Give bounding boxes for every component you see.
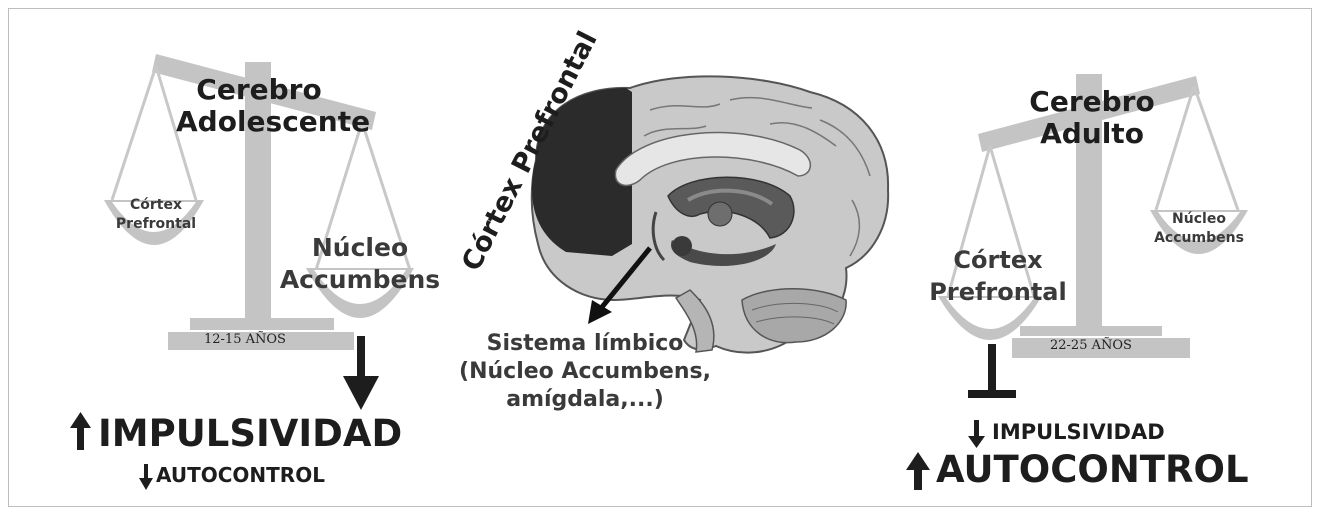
inhibition-bar [968,344,1016,398]
left-main-up-arrow [70,412,91,450]
left-base-label: 12-15 AÑOS [204,332,286,347]
left-effect-main: IMPULSIVIDAD [98,412,402,455]
right-pan-right-line1: Núcleo [1146,210,1252,229]
right-secondary-up-arrow [906,452,930,490]
right-pan-left-label: Córtex Prefrontal [928,244,1068,308]
left-pan-right-line1: Núcleo [276,232,444,264]
left-title: Cerebro Adolescente [176,74,342,138]
limbic-line2: (Núcleo Accumbens, [450,358,720,386]
right-pan-right-label: Núcleo Accumbens [1146,210,1252,248]
right-pan-left-line2: Prefrontal [928,276,1068,308]
right-pan-right-line2: Accumbens [1146,229,1252,248]
left-title-line2: Adolescente [176,106,342,138]
left-pan-right-label: Núcleo Accumbens [276,232,444,296]
right-pan-left-line1: Córtex [928,244,1068,276]
right-effect-main: IMPULSIVIDAD [992,420,1165,444]
left-pan-left-line1: Córtex [108,196,204,215]
limbic-system-label: Sistema límbico (Núcleo Accumbens, amígd… [450,330,720,414]
left-secondary-down-arrow [139,464,153,490]
left-effect-secondary: AUTOCONTROL [156,463,325,487]
limbic-line3: amígdala,...) [450,386,720,414]
left-pan-right-line2: Accumbens [276,264,444,296]
brain-illustration [532,76,888,352]
amygdala [672,236,692,256]
left-title-line1: Cerebro [176,74,342,106]
left-pan-left-label: Córtex Prefrontal [108,196,204,234]
left-scale-base [190,318,334,330]
right-effect-secondary: AUTOCONTROL [936,448,1249,491]
right-title: Cerebro Adulto [1012,86,1172,150]
thalamus [708,202,732,226]
right-main-down-arrow [968,420,985,448]
right-title-line2: Adulto [1012,118,1172,150]
right-scale-base [1020,326,1162,336]
limbic-line1: Sistema límbico [450,330,720,358]
right-base-label: 22-25 AÑOS [1050,338,1132,353]
left-pan-left-line2: Prefrontal [108,215,204,234]
right-title-line1: Cerebro [1012,86,1172,118]
